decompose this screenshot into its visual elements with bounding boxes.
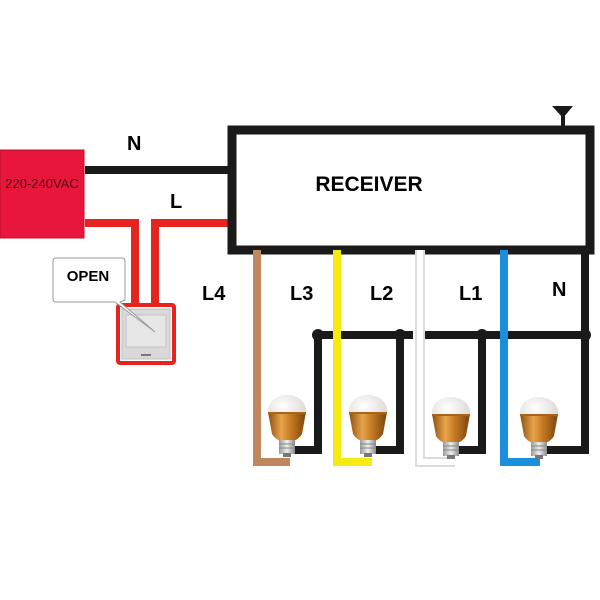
open-callout-text: OPEN (67, 268, 110, 285)
output-label-l1: L1 (459, 283, 482, 305)
receiver-box (227, 125, 595, 255)
output-label-l2: L2 (370, 283, 393, 305)
output-label-n: N (552, 279, 566, 301)
input-live-wire (85, 219, 232, 308)
antenna-icon (552, 106, 573, 128)
neutral-bus (312, 250, 591, 341)
power-source-box (0, 149, 85, 239)
output-wire-l3 (333, 250, 372, 466)
output-label-l4: L4 (202, 283, 226, 305)
output-wire-l1 (500, 250, 540, 466)
wall-switch[interactable] (116, 303, 176, 365)
input-neutral-label: N (127, 133, 141, 155)
neutral-drops (292, 335, 589, 454)
output-label-l3: L3 (290, 283, 313, 305)
input-live-label: L (170, 191, 182, 213)
output-wire-l4 (253, 250, 290, 466)
open-callout: OPEN (52, 257, 156, 333)
power-source-label: 220-240VAC (5, 176, 78, 191)
output-wire-l2 (415, 250, 455, 467)
receiver-label: RECEIVER (315, 173, 422, 196)
